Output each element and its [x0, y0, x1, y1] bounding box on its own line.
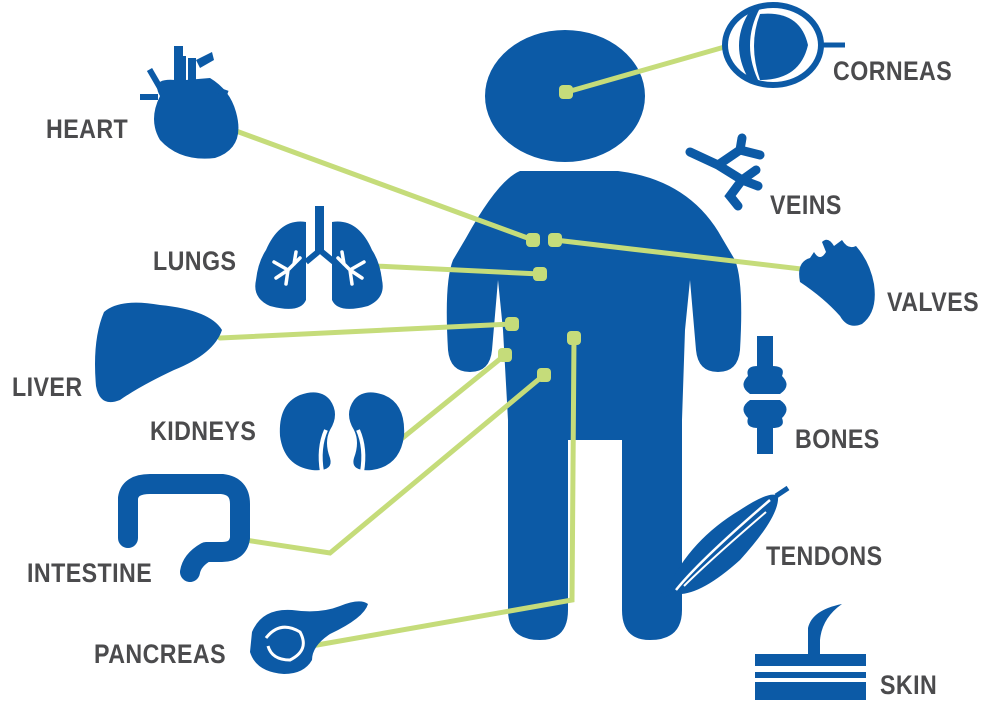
liver-icon	[95, 303, 222, 402]
bones-label: BONES	[795, 426, 880, 453]
skin-icon	[755, 604, 866, 700]
heart-valve-icon	[799, 240, 875, 326]
lungs-label: LUNGS	[153, 248, 236, 275]
heart-icon	[140, 46, 238, 159]
valves-label: VALVES	[887, 289, 979, 316]
liver-label: LIVER	[12, 374, 83, 401]
bone-icon	[743, 336, 786, 454]
kidneys-icon	[280, 392, 404, 472]
heart-label: HEART	[46, 116, 128, 143]
veins-label: VEINS	[770, 192, 842, 219]
corneas-label: CORNEAS	[833, 58, 952, 85]
tendons-label: TENDONS	[766, 543, 883, 570]
veins-icon	[690, 138, 760, 206]
intestine-label: INTESTINE	[27, 560, 152, 587]
lungs-icon	[255, 206, 382, 309]
eye-icon	[725, 5, 845, 85]
kidneys-label: KIDNEYS	[150, 418, 256, 445]
pancreas-label: PANCREAS	[94, 641, 226, 668]
skin-label: SKIN	[880, 672, 937, 699]
